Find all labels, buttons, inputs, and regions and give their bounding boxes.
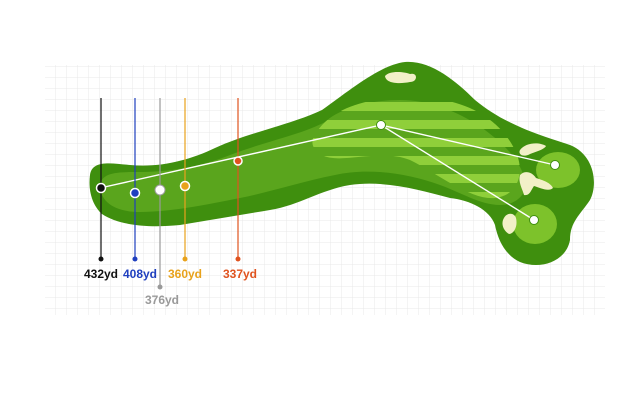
- tee-black-marker[interactable]: [95, 182, 107, 194]
- tee-red-yardage: 337yd: [223, 267, 257, 281]
- tee-blue-end-dot: [132, 256, 138, 262]
- tee-black-end-dot: [98, 256, 104, 262]
- bunker-right-upper: [519, 143, 546, 156]
- tee-white-yardage: 376yd: [145, 293, 179, 307]
- shot-route: [99, 124, 556, 221]
- tee-red-end-dot: [235, 256, 241, 262]
- tee-black-yardage: 432yd: [84, 267, 118, 281]
- pin-lower-marker: [529, 215, 539, 225]
- pin-upper-marker: [550, 160, 560, 170]
- tee-gold-yardage: 360yd: [168, 267, 202, 281]
- bunker-right-middle: [519, 172, 553, 196]
- tee-blue-yardage: 408yd: [123, 267, 157, 281]
- tee-gold-marker[interactable]: [179, 180, 191, 192]
- bunkers: [385, 72, 553, 234]
- tee-white-marker[interactable]: [154, 184, 166, 196]
- tee-blue-marker[interactable]: [129, 187, 141, 199]
- bunker-top: [385, 72, 416, 84]
- tee-gold-end-dot: [182, 256, 188, 262]
- tee-white-end-dot: [157, 284, 163, 290]
- bunker-right-lower: [502, 213, 517, 234]
- layup-point-marker: [376, 120, 386, 130]
- tee-red-marker[interactable]: [233, 156, 243, 166]
- green-upper: [536, 152, 580, 188]
